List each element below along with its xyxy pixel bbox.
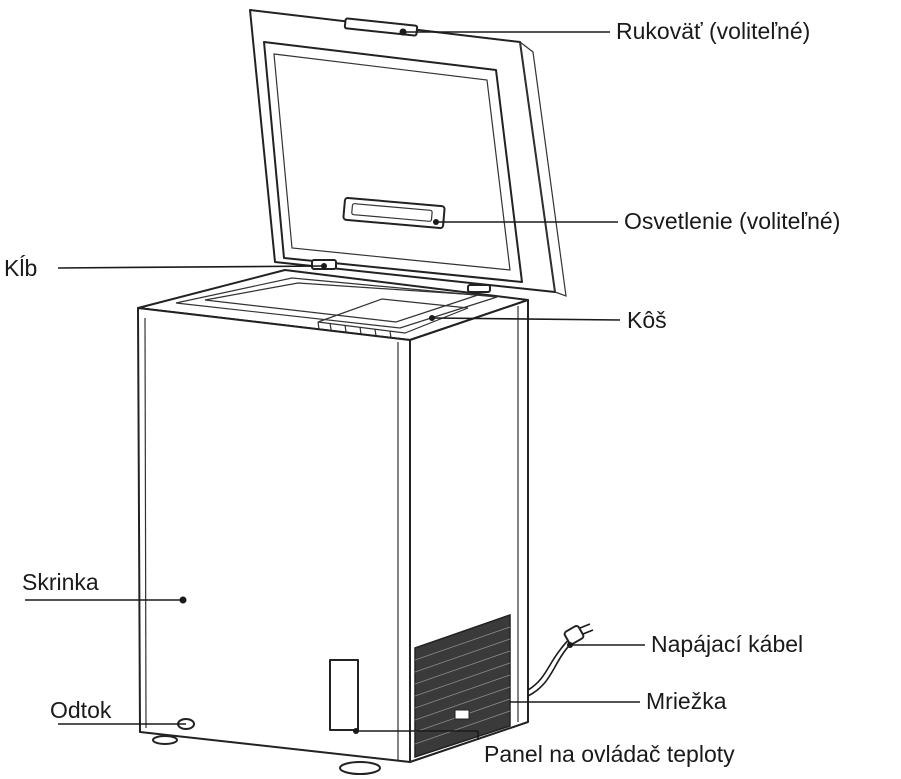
power-cable — [527, 623, 594, 697]
label-hinge: Kĺb — [4, 254, 37, 281]
label-handle: Rukoväť (voliteľné) — [616, 18, 810, 44]
label-cabinet: Skrinka — [22, 569, 99, 595]
label-power-cable: Napájací kábel — [651, 631, 803, 657]
label-temp-panel: Panel na ovládač teploty — [484, 741, 735, 767]
label-basket: Kôš — [627, 307, 667, 333]
grille — [414, 613, 511, 759]
temperature-control-panel — [329, 659, 359, 731]
label-light: Osvetlenie (voliteľné) — [624, 208, 840, 234]
cabinet-front — [137, 307, 411, 763]
label-drain: Odtok — [50, 697, 112, 723]
light-fixture — [342, 196, 446, 230]
label-grille: Mriežka — [646, 688, 727, 714]
callout-labels: Rukoväť (voliteľné) Osvetlenie (voliteľn… — [4, 18, 840, 767]
leader-lines — [25, 31, 645, 740]
lid — [249, 9, 567, 297]
lid-handle — [343, 17, 419, 37]
freezer-illustration — [137, 9, 594, 775]
